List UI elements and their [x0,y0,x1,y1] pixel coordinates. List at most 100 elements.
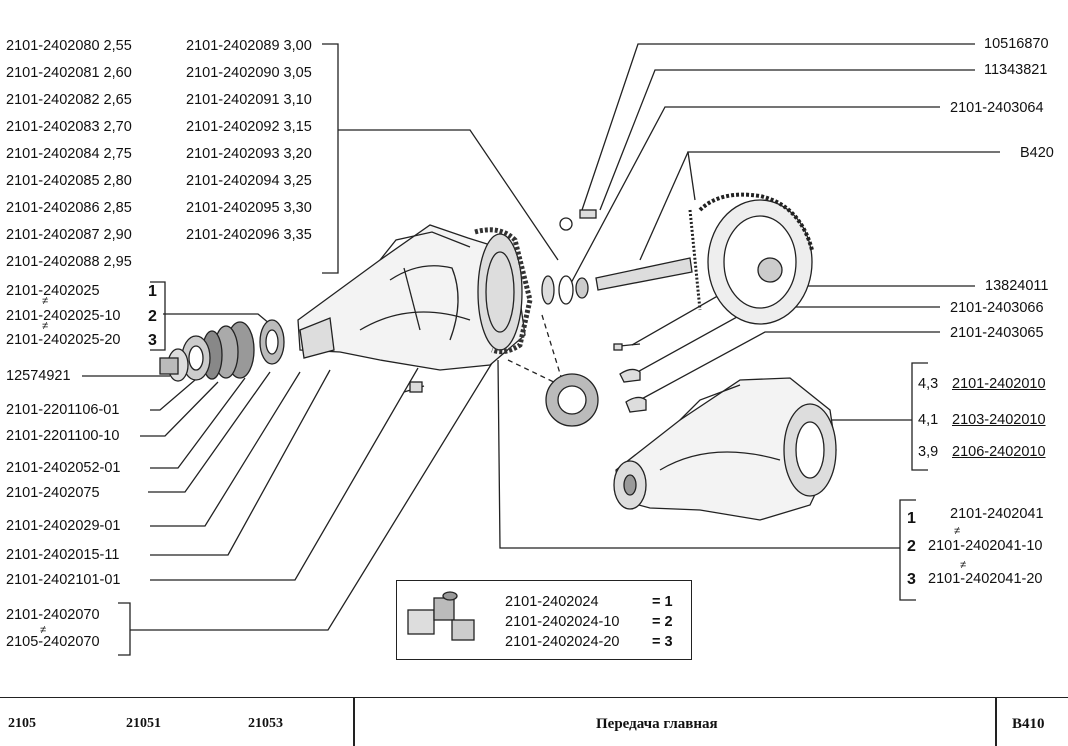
shim-thickness: 2,75 [103,146,132,162]
shim-thickness: 3,25 [283,173,312,189]
shim-thickness: 2,65 [103,92,132,108]
flange-part-3: 2101-2402025-20 [6,332,121,348]
shim-thickness: 3,15 [283,119,312,135]
shim-part-number: 2101-2402088 [6,254,100,270]
shim-part-number: 2101-2402091 [186,92,280,108]
kit-eq-2: = 2 [652,614,673,630]
part-label-lock-plate: 2101-2403064 [950,100,1044,116]
part-label-flange: 2101-2201100-10 [6,428,120,444]
bearing-part-2: 2105-2402070 [6,634,100,650]
not-equal-mark: ≠ [42,295,49,307]
model-1: 2105 [8,716,36,731]
gear-number-3: 3 [907,571,916,588]
shim-thickness: 3,00 [283,38,312,54]
part-label-bearing: 2101-2402029-01 [6,518,121,534]
part-label-plate-1: 2101-2403066 [950,300,1044,316]
shim-part-number: 2101-2402090 [186,65,280,81]
shim-part-number: 2101-2402087 [6,227,100,243]
shim-part-number: 2101-2402094 [186,173,280,189]
shim-part-number: 2101-2402093 [186,146,280,162]
shim-thickness: 2,55 [103,38,132,54]
shim-thickness: 3,30 [283,200,312,216]
part-label-bolt: 2101-2402101-01 [6,572,121,588]
shim-thickness: 3,35 [283,227,312,243]
not-equal-mark: ≠ [954,525,961,537]
bearing-part-1: 2101-2402070 [6,607,100,623]
shim-part-number: 2101-2402082 [6,92,100,108]
part-label-bolt-top: 11343821 [984,62,1048,78]
shim-part-number: 2101-2402083 [6,119,100,135]
page-code: B410 [1012,716,1045,732]
model-2: 21051 [126,716,161,731]
shim-part-number: 2101-2402092 [186,119,280,135]
kit-part-2: 2101-2402024-10 [505,614,620,630]
part-label-spacer: 2101-2402075 [6,485,100,501]
gear-part-1: 2101-2402041 [950,506,1044,522]
shim-thickness: 2,70 [103,119,132,135]
ratio-value-3: 3,9 [918,444,939,460]
flange-number-3: 3 [148,332,157,349]
shim-part-number: 2101-2402096 [186,227,280,243]
part-label-bolt-right: 13824011 [985,278,1049,294]
part-label-housing: 2101-2402015-11 [6,547,120,563]
flange-number-2: 2 [148,308,157,325]
part-label-differential: B420 [1020,145,1054,161]
kit-eq-3: = 3 [652,634,673,650]
flange-part-2: 2101-2402025-10 [6,308,121,324]
not-equal-mark: ≠ [40,624,47,636]
shim-thickness: 3,20 [283,146,312,162]
shim-thickness: 3,05 [283,65,312,81]
flange-number-1: 1 [148,283,157,300]
shim-thickness: 2,60 [103,65,132,81]
gear-number-1: 1 [907,510,916,527]
shim-thickness: 2,90 [103,227,132,243]
ratio-part-1[interactable]: 2101-2402010 [952,376,1046,392]
shim-thickness: 3,10 [283,92,312,108]
page-footer: 2105 21051 21053 Передача главная B410 [0,697,1068,746]
kit-eq-1: = 1 [652,594,673,610]
flange-part-1: 2101-2402025 [6,283,100,299]
part-label-washer-top: 10516870 [984,36,1049,52]
ratio-part-3[interactable]: 2106-2402010 [952,444,1046,460]
shim-part-number: 2101-2402084 [6,146,100,162]
gear-number-2: 2 [907,538,916,555]
ratio-value-2: 4,1 [918,412,939,428]
part-label-washer: 2101-2402052-01 [6,460,121,476]
not-equal-mark: ≠ [960,559,967,571]
kit-part-1: 2101-2402024 [505,594,599,610]
ratio-value-1: 4,3 [918,376,939,392]
repair-kit-box [396,580,692,660]
shim-thickness: 2,95 [103,254,132,270]
shim-part-number: 2101-2402086 [6,200,100,216]
shim-part-number: 2101-2402081 [6,65,100,81]
gear-part-2: 2101-2402041-10 [928,538,1043,554]
part-label-flange-seal: 2101-2201106-01 [6,402,120,418]
shim-thickness: 2,85 [103,200,132,216]
ratio-part-2[interactable]: 2103-2402010 [952,412,1046,428]
shim-part-number: 2101-2402089 [186,38,280,54]
part-label-plate-2: 2101-2403065 [950,325,1044,341]
shim-part-number: 2101-2402095 [186,200,280,216]
shim-part-number: 2101-2402085 [6,173,100,189]
shim-part-number: 2101-2402080 [6,38,100,54]
gear-part-3: 2101-2402041-20 [928,571,1043,587]
not-equal-mark: ≠ [42,320,49,332]
page-title: Передача главная [596,716,718,732]
